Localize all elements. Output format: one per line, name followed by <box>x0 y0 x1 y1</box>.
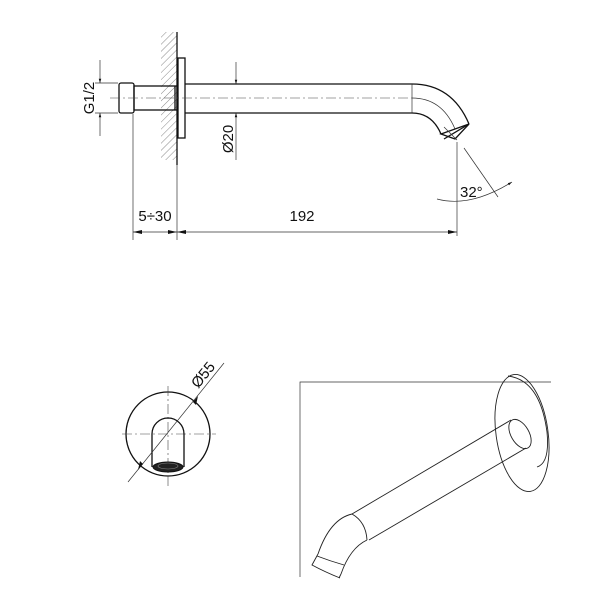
spout-outline <box>151 417 185 467</box>
pipe-diameter-label: Ø20 <box>220 125 237 153</box>
iso-pipe <box>351 419 512 515</box>
wall-offset-label: 5÷30 <box>138 208 171 225</box>
wall-hatch <box>161 32 177 160</box>
spout-pipe <box>185 83 470 141</box>
iso-rosette <box>494 374 550 492</box>
pipe-diameter-dimension: Ø20 <box>220 62 238 160</box>
rosette-diameter-label: Ø55 <box>188 359 219 392</box>
angle-dimension: 32° <box>436 142 513 236</box>
wall-offset-dimension: 5÷30 <box>133 208 177 234</box>
angle-label: 32° <box>460 184 483 201</box>
front-view: Ø55 <box>122 359 225 488</box>
thread-dimension: G1/2 <box>81 60 118 136</box>
iso-view <box>299 374 551 579</box>
thread-label: G1/2 <box>81 82 98 115</box>
iso-frame <box>299 381 551 577</box>
length-dimension: 192 <box>177 208 457 234</box>
length-label: 192 <box>289 208 314 225</box>
aerator-mesh <box>152 461 184 473</box>
side-view: G1/2 Ø20 32° 5÷30 192 <box>81 32 513 240</box>
